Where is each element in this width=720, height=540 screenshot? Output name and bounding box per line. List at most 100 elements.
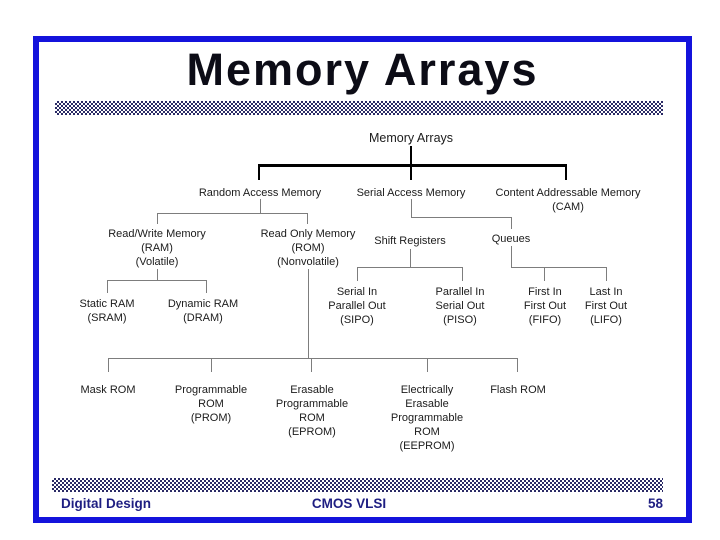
tree-node-flash-rom: Flash ROM <box>490 383 546 397</box>
connector-segment <box>107 280 108 293</box>
tree-node-label-line: (CAM) <box>552 201 584 213</box>
tree-node-label-line: ROM <box>198 398 224 410</box>
tree-node-label-line: Flash ROM <box>490 384 546 396</box>
tree-node-label-line: (SIPO) <box>340 314 374 326</box>
tree-node-mask-rom: Mask ROM <box>81 383 136 397</box>
title-divider-hatch-bar <box>55 101 663 115</box>
tree-node-label-line: Dynamic RAM <box>167 298 239 310</box>
tree-node-read-only-memory: Read Only Memory (ROM) (Nonvolatile) <box>261 227 356 269</box>
connector-segment <box>211 358 212 372</box>
tree-node-label-line: (ROM) <box>291 242 325 254</box>
tree-node-label-line: Last In <box>589 286 623 298</box>
connector-segment <box>517 358 518 372</box>
tree-node-memory-arrays: Memory Arrays <box>369 131 453 145</box>
tree-node-label-line: Serial In <box>336 286 378 298</box>
connector-segment <box>157 213 308 214</box>
connector-segment <box>308 269 309 359</box>
footer-book-title: CMOS VLSI <box>311 496 387 511</box>
connector-segment <box>258 164 260 180</box>
tree-node-label-line: Read Only Memory <box>260 228 356 240</box>
tree-node-label-line: Parallel Out <box>328 300 386 312</box>
tree-node-label-line: (RAM) <box>141 242 173 254</box>
connector-segment <box>157 213 158 224</box>
connector-segment <box>108 358 109 372</box>
connector-segment <box>357 267 358 281</box>
connector-segment <box>544 267 545 281</box>
tree-node-label-line: ROM <box>299 412 325 424</box>
tree-node-label-line: (DRAM) <box>183 312 223 324</box>
connector-segment <box>410 146 412 166</box>
tree-node-read-write-memory: Read/Write Memory (RAM) (Volatile) <box>108 227 206 269</box>
connector-segment <box>565 164 567 180</box>
connector-segment <box>462 267 463 281</box>
tree-node-static-ram: Static RAM (SRAM) <box>79 297 134 325</box>
connector-segment <box>411 199 412 218</box>
tree-node-label-line: ROM <box>414 426 440 438</box>
slide-frame-border <box>33 36 692 523</box>
tree-node-label-line: Erasable <box>405 398 449 410</box>
tree-node-label-line: (EEPROM) <box>399 440 455 452</box>
connector-segment <box>258 164 567 167</box>
tree-node-label-line: Random Access Memory <box>198 187 322 199</box>
footer-course-name: Digital Design <box>61 496 152 511</box>
tree-node-label-line: (PROM) <box>190 412 232 424</box>
tree-node-label-line: (FIFO) <box>528 314 562 326</box>
connector-segment <box>606 267 607 281</box>
connector-segment <box>311 358 312 372</box>
tree-node-queues: Queues <box>492 232 531 246</box>
tree-node-fifo: First In First Out (FIFO) <box>524 285 566 327</box>
connector-segment <box>357 267 463 268</box>
tree-node-label-line: (Nonvolatile) <box>277 256 339 268</box>
connector-segment <box>511 246 512 267</box>
connector-segment <box>307 213 308 224</box>
tree-node-label-line: Memory Arrays <box>368 131 454 145</box>
tree-node-label-line: (SRAM) <box>87 312 127 324</box>
tree-node-label-line: (Volatile) <box>135 256 179 268</box>
tree-node-label-line: Static RAM <box>79 298 135 310</box>
footer-page-number: 58 <box>647 496 663 511</box>
connector-segment <box>411 217 512 218</box>
tree-node-label-line: First Out <box>584 300 628 312</box>
tree-node-label-line: Content Addressable Memory <box>495 187 641 199</box>
tree-node-label-line: Shift Registers <box>374 235 446 247</box>
tree-node-piso: Parallel In Serial Out (PISO) <box>436 285 485 327</box>
tree-node-label-line: Serial Out <box>435 300 485 312</box>
tree-node-lifo: Last In First Out (LIFO) <box>585 285 627 327</box>
tree-node-sipo: Serial In Parallel Out (SIPO) <box>328 285 385 327</box>
connector-segment <box>107 280 207 281</box>
tree-node-label-line: (LIFO) <box>590 314 622 326</box>
footer-divider-hatch-bar <box>52 478 663 492</box>
tree-node-label-line: Programmable <box>174 384 248 396</box>
tree-node-label-line: Erasable <box>290 384 334 396</box>
tree-node-label-line: Electrically <box>400 384 454 396</box>
tree-node-random-access-memory: Random Access Memory <box>199 186 321 200</box>
connector-segment <box>157 269 158 281</box>
tree-node-label-line: (PISO) <box>443 314 477 326</box>
tree-node-label-line: Mask ROM <box>80 384 136 396</box>
tree-node-serial-access-memory: Serial Access Memory <box>357 186 466 200</box>
tree-node-label-line: First Out <box>523 300 567 312</box>
tree-node-dynamic-ram: Dynamic RAM (DRAM) <box>168 297 238 325</box>
tree-node-shift-registers: Shift Registers <box>374 234 446 248</box>
connector-segment <box>206 280 207 293</box>
tree-node-label-line: (EPROM) <box>288 426 336 438</box>
connector-segment <box>410 249 411 268</box>
connector-segment <box>410 167 412 180</box>
tree-node-label-line: First In <box>528 286 562 298</box>
tree-node-content-addressable-memory: Content Addressable Memory (CAM) <box>496 186 641 214</box>
slide-title: Memory Arrays <box>186 44 539 95</box>
connector-segment <box>427 358 428 372</box>
connector-segment <box>108 358 518 359</box>
tree-node-label-line: Read/Write Memory <box>108 228 206 240</box>
tree-node-label-line: Parallel In <box>435 286 485 298</box>
tree-node-label-line: Serial Access Memory <box>356 187 466 199</box>
connector-segment <box>260 199 261 214</box>
tree-node-label-line: Programmable <box>390 412 464 424</box>
tree-node-label-line: Queues <box>491 233 531 245</box>
connector-segment <box>511 217 512 229</box>
